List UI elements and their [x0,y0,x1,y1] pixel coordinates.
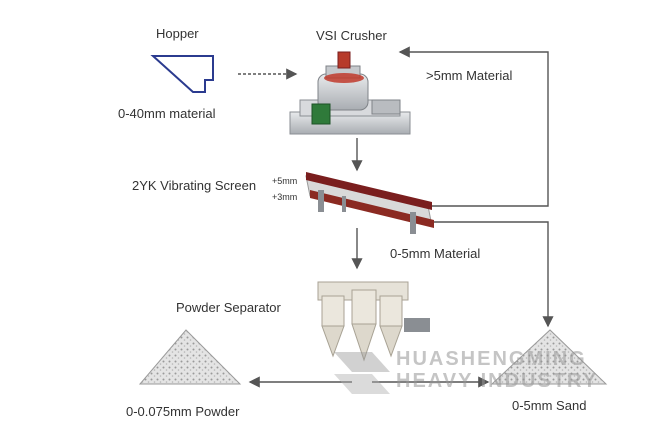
watermark-line1: HUASHENGMING [396,348,587,370]
label-oversize-material: >5mm Material [426,68,513,83]
sand-pile [490,329,608,385]
watermark-line2: HEAVY INDUSTRY [396,370,599,392]
label-powder-separator: Powder Separator [176,300,281,315]
arrow-screen-to-sand [434,221,554,328]
vibrating-screen-machine [305,172,434,234]
label-screen-plus5: +5mm [272,176,298,186]
flow-arrows [238,46,554,388]
powder-pile [138,329,242,385]
powder-separator-machine [317,281,430,362]
label-screen-plus3: +3mm [272,192,298,202]
hopper-icon [150,55,214,93]
label-hopper: Hopper [156,26,199,41]
label-fine-material: 0-5mm Material [390,246,481,261]
label-vibrating-screen: 2YK Vibrating Screen [132,178,257,193]
vsi-crusher-machine [289,51,411,135]
label-vsi-crusher: VSI Crusher [316,28,387,43]
label-sand-output: 0-5mm Sand [512,398,587,413]
label-feed-material: 0-40mm material [118,106,216,121]
label-powder-output: 0-0.075mm Powder [126,404,240,419]
watermark-logo-icon [334,352,390,394]
arrow-oversize-return [398,46,549,207]
